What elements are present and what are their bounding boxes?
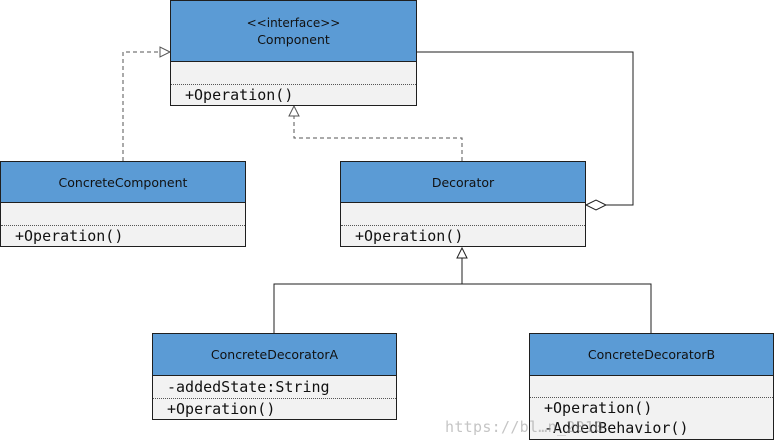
realization-decorator-line (293, 116, 463, 161)
concrete-decorator-a-attribute: -addedState:String (167, 378, 330, 396)
concrete-decorator-a-operation: +Operation() (167, 400, 276, 418)
decorator-class: Decorator +Operation() (340, 161, 586, 247)
concrete-decorator-a-attributes: -addedState:String (153, 376, 396, 399)
decorator-header: Decorator (341, 162, 585, 203)
generalization-decorator-a-line (273, 283, 462, 333)
watermark-text: https://bl…n_2010 (445, 418, 604, 436)
concrete-decorator-b-operation-2: -AddedBehavior() (544, 419, 689, 437)
concrete-component-name: ConcreteComponent (58, 174, 188, 190)
concrete-component-operation: +Operation() (15, 227, 124, 245)
generalization-decorator-b-line (462, 283, 652, 333)
concrete-decorator-b-operations: +Operation() -AddedBehavior() (530, 398, 773, 438)
concrete-decorator-a-header: ConcreteDecoratorA (153, 334, 396, 376)
concrete-component-operations: +Operation() (1, 226, 245, 246)
concrete-decorator-a-name: ConcreteDecoratorA (210, 347, 339, 362)
component-attributes (171, 62, 416, 85)
realization-arrowhead-left (159, 46, 172, 58)
component-header: <<interface>> Component (171, 1, 416, 62)
realization-concrete-component-line (122, 51, 160, 161)
concrete-component-attributes (1, 203, 245, 226)
concrete-decorator-a-operations: +Operation() (153, 399, 396, 419)
component-operations: +Operation() (171, 85, 416, 105)
concrete-decorator-b-name: ConcreteDecoratorB (587, 347, 716, 362)
component-operation: +Operation() (185, 86, 294, 104)
decorator-operation: +Operation() (355, 227, 464, 245)
concrete-decorator-b-header: ConcreteDecoratorB (530, 334, 773, 376)
concrete-decorator-b-attributes (530, 376, 773, 398)
concrete-decorator-b-operation-1: +Operation() (544, 399, 653, 417)
decorator-name: Decorator (431, 174, 495, 190)
generalization-arrowhead (456, 246, 468, 259)
realization-arrowhead-up (288, 104, 300, 117)
concrete-decorator-b-class: ConcreteDecoratorB +Operation() -AddedBe… (529, 333, 774, 440)
aggregation-diamond (584, 199, 608, 211)
concrete-component-class: ConcreteComponent +Operation() (0, 161, 246, 247)
decorator-operations: +Operation() (341, 226, 585, 246)
concrete-decorator-a-class: ConcreteDecoratorA -addedState:String +O… (152, 333, 397, 420)
decorator-attributes (341, 203, 585, 226)
component-class: <<interface>> Component +Operation() (170, 0, 417, 106)
component-stereotype: <<interface>> (246, 15, 341, 30)
concrete-component-header: ConcreteComponent (1, 162, 245, 203)
component-name: Component (257, 31, 330, 47)
aggregation-line (417, 51, 634, 206)
